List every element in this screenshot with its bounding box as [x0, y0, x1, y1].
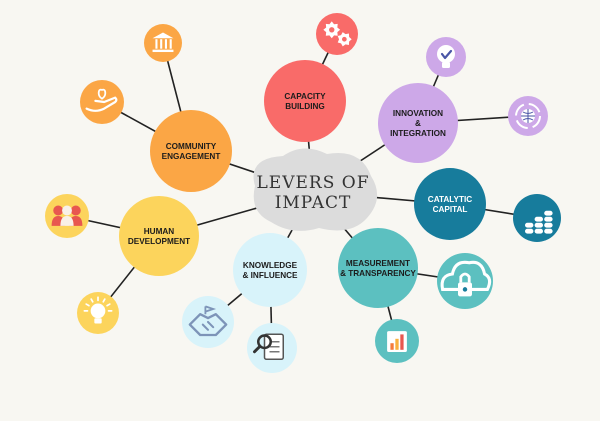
lever-node-knowledge-influence: KNOWLEDGE& INFLUENCE [233, 233, 307, 307]
institution-icon-bubble [144, 24, 182, 62]
lever-label-human-development-line-0: HUMAN [144, 227, 175, 236]
lever-circle-capacity-building [264, 60, 346, 142]
lever-label-catalytic-capital-line-0: CATALYTIC [428, 195, 473, 204]
lightbulb-check-icon-glyph [437, 45, 455, 68]
lever-label-community-engagement-line-0: COMMUNITY [166, 142, 217, 151]
lever-label-catalytic-capital-line-1: CAPITAL [433, 205, 468, 214]
lever-circle-community-engagement [150, 110, 232, 192]
lever-circle-innovation-integration [378, 83, 458, 163]
lever-circle-catalytic-capital [414, 168, 486, 240]
globe-cycle-icon [508, 96, 548, 136]
institution-icon [144, 24, 182, 62]
handshake-icon [182, 296, 234, 348]
lever-label-human-development-line-1: DEVELOPMENT [128, 237, 190, 246]
icon-bubbles [45, 13, 561, 373]
institution-icon-glyph [152, 32, 174, 53]
lever-label-knowledge-influence-line-0: KNOWLEDGE [243, 261, 298, 270]
gears-icon [316, 13, 358, 55]
lever-label-innovation-integration-line-2: INTEGRATION [390, 129, 446, 138]
lightbulb-idea-icon [77, 292, 119, 334]
lever-label-community-engagement-line-1: ENGAGEMENT [162, 152, 221, 161]
bar-chart-icon-glyph [387, 331, 407, 352]
hub-title-line-1: IMPACT [275, 193, 352, 213]
hub-title-line-0: LEVERS OF [257, 173, 370, 193]
lever-label-capacity-building-line-0: CAPACITY [284, 92, 326, 101]
lever-label-innovation-integration-line-1: & [415, 119, 421, 128]
people-group-icon-glyph [51, 205, 83, 226]
lightbulb-idea-icon-glyph [83, 296, 113, 324]
hand-heart-icon-glyph [85, 88, 118, 112]
hand-heart-icon [80, 80, 124, 124]
hub-shape [253, 148, 378, 231]
lever-circle-measurement-transparency [338, 228, 418, 308]
lever-label-knowledge-influence-line-1: & INFLUENCE [242, 271, 298, 280]
lever-node-innovation-integration: INNOVATION&INTEGRATION [378, 83, 458, 163]
handshake-icon-glyph [188, 305, 228, 337]
people-group-icon [45, 194, 89, 238]
lever-circle-knowledge-influence [233, 233, 307, 307]
cloud-lock-icon-bubble [437, 253, 493, 309]
cloud-lock-icon-glyph [440, 260, 492, 297]
lever-label-innovation-integration-line-0: INNOVATION [393, 109, 443, 118]
lightbulb-check-icon [426, 37, 466, 77]
lever-nodes: CAPACITYBUILDINGINNOVATION&INTEGRATIONCA… [119, 60, 486, 308]
lever-node-measurement-transparency: MEASUREMENT& TRANSPARENCY [338, 228, 418, 308]
lever-label-measurement-transparency-line-1: & TRANSPARENCY [340, 269, 416, 278]
coin-stacks-icon-glyph [525, 210, 553, 234]
lever-label-capacity-building-line-1: BUILDING [285, 102, 325, 111]
people-group-icon-bubble [45, 194, 89, 238]
lever-label-measurement-transparency-line-0: MEASUREMENT [346, 259, 410, 268]
coin-stacks-icon [513, 194, 561, 242]
bar-chart-icon [375, 319, 419, 363]
cloud-lock-icon [437, 253, 493, 309]
document-search-icon-glyph [253, 333, 284, 360]
gears-icon-glyph [323, 21, 352, 47]
globe-cycle-icon-glyph [515, 103, 541, 129]
lever-circle-human-development [119, 196, 199, 276]
document-search-icon [247, 323, 297, 373]
